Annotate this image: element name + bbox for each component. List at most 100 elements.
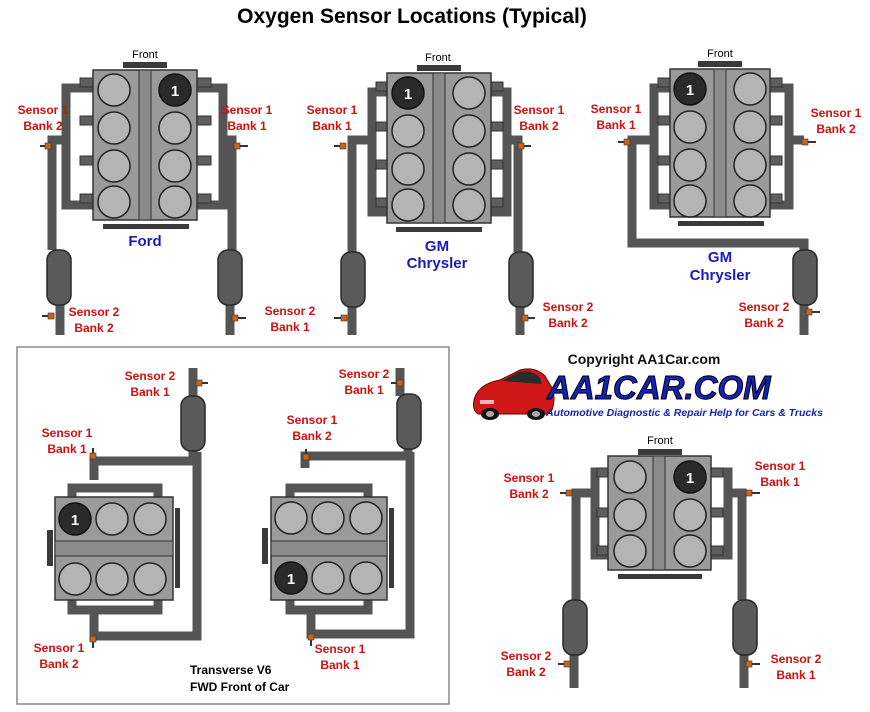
sensor-label-line: Bank 2: [519, 119, 559, 133]
converter-left: [340, 251, 366, 308]
sensor-label-line: Bank 1: [596, 118, 636, 132]
sensor-label-line: Bank 2: [292, 429, 332, 443]
sensor-label-line: Bank 2: [23, 119, 63, 133]
sensor-label-line: Sensor 1: [504, 471, 555, 485]
transmission-flange: [175, 508, 180, 588]
crossover-pipe: [627, 135, 809, 252]
sensor-label-line: Sensor 2: [501, 649, 552, 663]
transmission-flange: [396, 227, 482, 232]
crossover-pipe: [306, 452, 415, 639]
sensor-label-line: Sensor 2: [771, 652, 822, 666]
sensor-label-line: Sensor 1: [222, 103, 273, 117]
sensor-label-line: Bank 2: [816, 122, 856, 136]
car-logo-icon: [473, 368, 555, 420]
cylinders: [673, 72, 767, 218]
o2-sensor: [521, 314, 535, 322]
cylinders: [58, 502, 167, 596]
o2-sensor: [805, 308, 820, 316]
exhaust-manifold-bottom: [285, 600, 373, 615]
exhaust-manifold-left: [61, 83, 93, 210]
cylinders: [391, 76, 486, 222]
sensor-label-line: Sensor 1: [287, 413, 338, 427]
o2-sensor: [618, 138, 631, 146]
exhaust-manifold-left: [367, 87, 387, 217]
engine-ford-v8: 1 Front Ford Sensor 1 Bank 2 Sensor 1 Ba…: [18, 49, 316, 335]
o2-sensor: [302, 449, 310, 461]
o2-sensor: [307, 633, 315, 646]
sensor-label-line: Sensor 2: [69, 305, 120, 319]
o2-sensor: [745, 660, 760, 668]
cylinders: [613, 460, 707, 568]
transverse-note-line: FWD Front of Car: [190, 680, 290, 694]
make-label-gm: GM: [425, 238, 449, 255]
sensor-label-line: Bank 1: [270, 320, 310, 334]
transverse-engine-right: 1 Sensor 2 Bank 1 Sensor 1 Bank 2 Sensor…: [262, 367, 422, 672]
o2-sensor: [391, 379, 404, 387]
make-label-ford: Ford: [128, 233, 161, 250]
sensor-label-line: Bank 1: [760, 475, 800, 489]
sensor-label-line: Bank 1: [312, 119, 352, 133]
exhaust-manifold-bottom: [67, 600, 163, 615]
front-pulley: [417, 65, 461, 71]
front-label: Front: [425, 52, 451, 64]
sensor-label-line: Bank 1: [776, 668, 816, 682]
sensor-label-line: Sensor 1: [755, 459, 806, 473]
converter-right: [508, 251, 534, 308]
transverse-v6-panel: 1 Sensor 2 Bank 1 Sensor 1 Bank 1 Sensor…: [16, 346, 450, 705]
sensor-label-line: Bank 2: [39, 657, 79, 671]
cylinder-one-marker: 1: [686, 470, 694, 487]
front-pulley: [47, 530, 53, 566]
cylinder-one-marker: 1: [686, 82, 694, 99]
front-label: Front: [647, 435, 673, 447]
sensor-label-line: Bank 2: [509, 487, 549, 501]
exhaust-pipe-right: [507, 135, 523, 252]
sensor-label-line: Bank 1: [47, 442, 87, 456]
converter-left: [562, 599, 588, 656]
exhaust-pipe-left: [347, 135, 372, 252]
make-label-chrysler: Chrysler: [407, 255, 468, 272]
sensor-label-line: Bank 1: [344, 383, 384, 397]
exhaust-manifold-right: [770, 83, 794, 210]
o2-sensor: [745, 489, 760, 497]
cylinders: [97, 73, 192, 219]
engine-gm-chrysler-v8: 1 Front GM Chrysler Sensor 1 Bank 1 Sens…: [307, 52, 594, 335]
sensor-label-line: Sensor 1: [591, 102, 642, 116]
make-label-chrysler: Chrysler: [690, 267, 751, 284]
o2-sensor: [233, 142, 248, 150]
converter-right: [217, 249, 243, 306]
logo-text: AA1CAR.COM: [546, 369, 772, 406]
diagram-title: Oxygen Sensor Locations (Typical): [237, 5, 587, 28]
o2-sensor: [334, 142, 347, 150]
converter: [792, 249, 818, 306]
front-pulley: [123, 62, 167, 68]
exhaust-manifold-top: [67, 483, 163, 497]
crossover-pipe: [89, 452, 202, 641]
front-pulley: [638, 449, 682, 455]
make-label-gm: GM: [708, 249, 732, 266]
transverse-note-line: Transverse V6: [190, 663, 272, 677]
converter: [396, 393, 422, 450]
front-label: Front: [707, 48, 733, 60]
transverse-engine-left: 1 Sensor 2 Bank 1 Sensor 1 Bank 1 Sensor…: [34, 368, 208, 671]
sensor-label-line: Sensor 2: [339, 367, 390, 381]
engine-v6: 1 Front Sensor 1 Bank 2 Sensor 1 Bank 1 …: [501, 435, 822, 688]
o2-sensor: [558, 660, 571, 668]
o2-sensor: [89, 635, 97, 648]
sensor-label-line: Sensor 1: [811, 106, 862, 120]
o2-sensor: [40, 142, 52, 150]
o2-sensor: [231, 314, 246, 322]
sensor-label-line: Bank 2: [74, 321, 114, 335]
sensor-label-line: Bank 1: [130, 385, 170, 399]
o2-sensor: [42, 312, 55, 320]
sensor-label-line: Sensor 1: [42, 426, 93, 440]
copyright-text: Copyright AA1Car.com: [568, 351, 721, 367]
sensor-label-line: Sensor 2: [543, 300, 594, 314]
exhaust-pipe-right: [728, 488, 747, 600]
front-pulley: [262, 528, 268, 564]
tagline-text: Automotive Diagnostic & Repair Help for …: [545, 407, 823, 419]
front-pulley: [698, 61, 742, 67]
engine-gm-chrysler-crossover-v8: 1 Front GM Chrysler Sensor 1 Bank 1 Sens…: [591, 48, 862, 335]
cylinders: [274, 501, 383, 595]
sensor-label-line: Sensor 1: [315, 642, 366, 656]
